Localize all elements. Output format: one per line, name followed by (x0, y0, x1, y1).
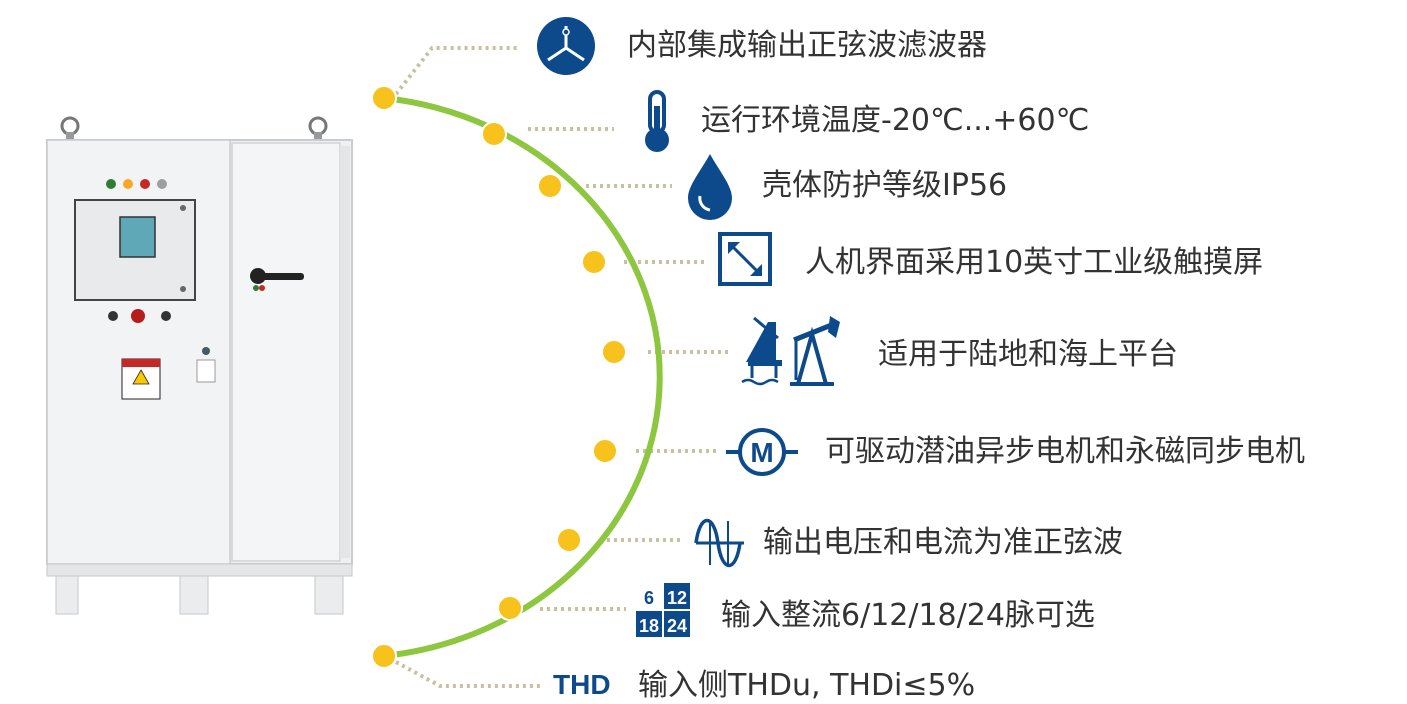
arc-node-8 (497, 595, 523, 621)
arc-node-1 (371, 85, 397, 111)
feature-text-3: 壳体防护等级IP56 (762, 168, 1008, 203)
screen-diagonal-icon (718, 232, 772, 286)
svg-text:24: 24 (667, 616, 687, 636)
drive-cabinet (46, 116, 353, 615)
warning-label (121, 358, 161, 400)
water-drop-icon (688, 154, 732, 220)
leader-line-9 (395, 660, 540, 688)
arc-node-6 (592, 438, 618, 464)
motor-icon: M (726, 428, 798, 476)
leader-line-1 (394, 46, 520, 96)
feature-text-8: 输入整流6/12/18/24脉可选 (721, 598, 1095, 633)
feature-text-9: 输入侧THDu, THDi≤5% (638, 668, 976, 703)
green-arc (383, 95, 663, 659)
arc-node-7 (556, 527, 582, 553)
arc-node-5 (601, 339, 627, 365)
leader-lines (394, 46, 732, 688)
svg-text:18: 18 (639, 616, 659, 636)
pulse-grid-icon: 6 12 18 24 (636, 583, 690, 637)
hmi-screen (119, 216, 156, 258)
feature-text-6: 可驱动潜油异步电机和永磁同步电机 (825, 434, 1305, 469)
arc-node-3 (537, 173, 563, 199)
svg-text:12: 12 (667, 588, 687, 608)
thermometer-icon (645, 90, 669, 152)
three-phase-icon (537, 17, 595, 75)
sine-wave-icon (694, 519, 744, 567)
arc-node-4 (581, 249, 607, 275)
arc-node-9 (371, 643, 397, 669)
oil-platform-icon (741, 316, 840, 386)
arc-nodes (371, 85, 627, 669)
feature-text-4: 人机界面采用10英寸工业级触摸屏 (805, 245, 1264, 280)
lifting-eye-right (308, 116, 328, 140)
feature-text-5: 适用于陆地和海上平台 (878, 337, 1178, 372)
lifting-eye-left (60, 116, 80, 140)
motor-letter: M (750, 437, 773, 468)
svg-text:THD: THD (553, 669, 611, 700)
feature-text-1: 内部集成输出正弦波滤波器 (627, 28, 987, 63)
svg-text:6: 6 (644, 588, 654, 608)
feature-text-7: 输出电压和电流为准正弦波 (763, 525, 1123, 560)
thd-icon: THD (553, 669, 611, 700)
arc-node-2 (481, 121, 507, 147)
feature-text-2: 运行环境温度-20℃...+60℃ (701, 103, 1090, 138)
